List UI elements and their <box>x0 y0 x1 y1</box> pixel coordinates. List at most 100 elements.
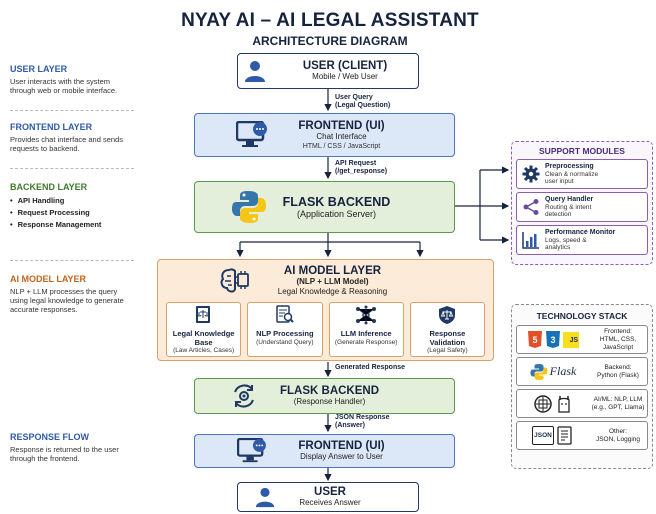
performance-monitor-desc: Logs, speed & <box>545 236 587 244</box>
tech-row-other: JSON Other: JSON, Logging <box>516 421 648 450</box>
python-icon <box>530 363 548 380</box>
performance-monitor-desc: analytics <box>545 244 571 251</box>
user-receives-box: USER Receives Answer <box>237 482 419 512</box>
json-response-label-line: JSON Response <box>335 414 390 421</box>
diagram-title: NYAY AI – AI LEGAL ASSISTANT <box>181 10 479 31</box>
tech-ai-label: AI/ML: NLP, LLM <box>593 395 643 403</box>
response-validation-title: Response Validation <box>429 329 466 347</box>
ai-layer-title: AI MODEL LAYER <box>10 274 87 284</box>
user-query-label: User Query (Legal Question) <box>335 94 390 110</box>
user-client-sub: Mobile / Web User <box>312 72 378 81</box>
nlp-processing-card: NLP Processing (Understand Query) <box>247 302 323 357</box>
tech-row-ai: AI/ML: NLP, LLM (e.g., GPT, Llama) <box>516 389 648 418</box>
tech-frontend-label: Frontend: <box>604 327 632 335</box>
api-request-label: API Request (/get_response) <box>335 160 387 176</box>
svg-text:5: 5 <box>532 335 537 345</box>
sidebar-divider <box>10 110 134 111</box>
flask-response-handler-box: FLASK BACKEND (Response Handler) <box>194 378 455 414</box>
frontend-layer-desc: Provides chat interface and sends reques… <box>10 135 123 153</box>
sidebar-frontend-layer: FRONTEND LAYER Provides chat interface a… <box>10 122 134 153</box>
json-response-label: JSON Response (Answer) <box>335 414 389 430</box>
technology-stack-panel: TECHNOLOGY STACK 5 3 JS Frontend: HTML, … <box>511 304 653 469</box>
query-handler-desc: Routing & intent <box>545 203 592 211</box>
user-client-title: USER (CLIENT) <box>302 60 388 72</box>
tech-other-value: JSON, Logging <box>595 435 641 443</box>
openai-icon <box>534 394 552 413</box>
ai-model-layer-box: AI MODEL LAYER (NLP + LLM Model) Legal K… <box>157 259 494 361</box>
frontend2-title: FRONTEND (UI) <box>298 440 385 452</box>
html5-icon: 5 <box>528 330 542 348</box>
nlp-processing-desc: (Understand Query) <box>256 338 314 346</box>
api-request-label-line: API Request <box>335 160 377 167</box>
tech-backend-label: Backend: <box>604 363 632 371</box>
user-query-label-line: (Legal Question) <box>335 102 391 109</box>
diagram-subtitle: ARCHITECTURE DIAGRAM <box>252 34 408 48</box>
query-handler-title: Query Handler <box>545 195 594 203</box>
css3-icon: 3 <box>546 330 560 348</box>
document-search-icon <box>248 305 321 330</box>
legal-knowledge-base-desc: (Law Articles, Cases) <box>173 347 235 354</box>
gear-icon <box>517 165 545 183</box>
sidebar-ai-layer: AI MODEL LAYER NLP + LLM processes the q… <box>10 274 134 314</box>
flask2-sub: (Response Handler) <box>293 397 366 406</box>
performance-monitor-title: Performance Monitor <box>545 228 616 236</box>
preprocessing-desc: Clean & normalize <box>545 170 599 178</box>
bar-chart-icon <box>517 231 545 249</box>
nlp-processing-title: NLP Processing <box>256 329 314 338</box>
flask-logo-icon: Flask <box>549 364 577 378</box>
frontend-sub: Chat Interface <box>316 131 367 141</box>
technology-stack-title: TECHNOLOGY STACK <box>536 311 628 321</box>
user2-sub: Receives Answer <box>299 498 361 507</box>
user-layer-desc: User interacts with the system through w… <box>10 77 118 95</box>
response-flow-desc: Response is returned to the user through… <box>10 445 119 463</box>
tech-ai-value: (e.g., GPT, Llama) <box>591 403 645 411</box>
brain-chip-icon <box>218 264 252 298</box>
flask-title: FLASK BACKEND <box>282 195 391 209</box>
api-request-label-line: (/get_response) <box>335 168 388 175</box>
ai-layer-model: (NLP + LLM Model) <box>296 277 369 286</box>
tech-row-frontend: 5 3 JS Frontend: HTML, CSS, JavaScript <box>516 325 648 354</box>
tech-backend-value: Python (Flask) <box>597 371 639 379</box>
arrow-flask-to-support <box>455 170 481 240</box>
arrow-flask-split <box>240 233 420 243</box>
sidebar-user-layer: USER LAYER User interacts with the syste… <box>10 64 134 95</box>
llama-icon <box>558 395 570 413</box>
flask-sub: (Application Server) <box>296 209 377 219</box>
frontend-title: FRONTEND (UI) <box>298 119 385 132</box>
tech-other-label: Other: <box>608 427 628 435</box>
list-item: API Handling <box>10 195 134 207</box>
legal-knowledge-base-title: Legal Knowledge Base <box>172 329 235 347</box>
legal-knowledge-base-card: Legal Knowledge Base (Law Articles, Case… <box>166 302 242 357</box>
user-icon <box>248 480 282 514</box>
refresh-gear-icon <box>227 379 261 413</box>
generated-response-label: Generated Response <box>335 364 406 371</box>
monitor-chat-icon <box>235 118 269 152</box>
query-handler-module: Query Handler Routing & intent detection <box>516 192 648 222</box>
user-query-label-line: User Query <box>335 94 373 101</box>
support-modules-panel: SUPPORT MODULES Preprocessing Clean & no… <box>511 141 653 265</box>
javascript-icon: JS <box>563 331 579 348</box>
support-modules-title: SUPPORT MODULES <box>539 146 625 156</box>
frontend2-sub: Display Answer to User <box>300 452 383 461</box>
user-layer-title: USER LAYER <box>10 64 68 74</box>
user-client-box: USER (CLIENT) Mobile / Web User <box>237 53 419 89</box>
sidebar-divider <box>10 260 134 261</box>
list-item: Request Processing <box>10 207 134 219</box>
share-icon <box>517 198 545 216</box>
preprocessing-module: Preprocessing Clean & normalize user inp… <box>516 159 648 189</box>
ai-layer-desc: NLP + LLM processes the query using lega… <box>10 287 124 314</box>
tech-frontend-value: HTML, CSS, JavaScript <box>599 335 637 351</box>
performance-monitor-module: Performance Monitor Logs, speed & analyt… <box>516 225 648 255</box>
preprocessing-title: Preprocessing <box>545 162 594 170</box>
flask2-title: FLASK BACKEND <box>279 385 380 397</box>
frontend-tech: HTML / CSS / JavaScript <box>302 142 381 150</box>
frontend-display-box: FRONTEND (UI) Display Answer to User <box>194 434 455 468</box>
sidebar-divider <box>10 168 134 169</box>
response-flow-title: RESPONSE FLOW <box>10 432 90 442</box>
backend-layer-list: API Handling Request Processing Response… <box>10 195 134 231</box>
shield-scale-icon <box>411 305 484 330</box>
list-item: Response Management <box>10 219 134 231</box>
user-icon <box>238 54 272 88</box>
log-file-icon <box>557 425 572 445</box>
